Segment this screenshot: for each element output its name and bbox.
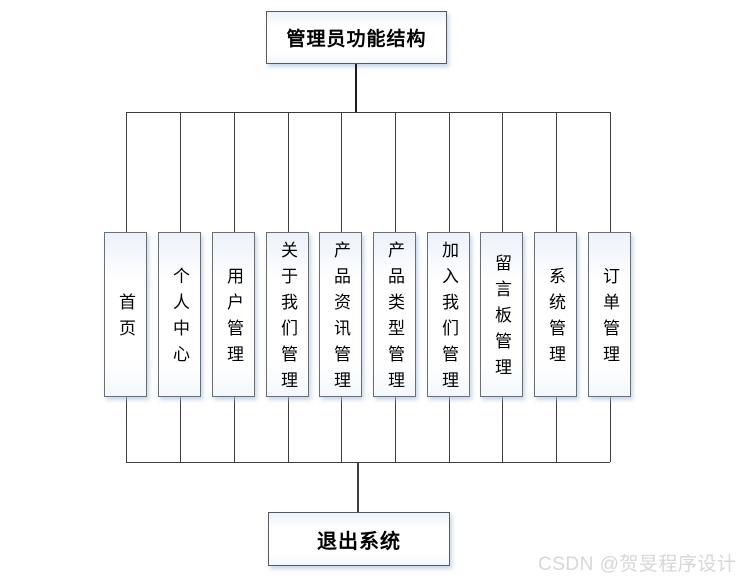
branch-node-personal-center: 个人中心	[158, 232, 201, 397]
connector-root-stub	[355, 64, 358, 112]
connector-drop-bottom-user-management	[234, 397, 236, 462]
branch-node-about-us-management: 关于我们管理	[266, 232, 309, 397]
connector-exit-stub	[357, 462, 359, 512]
connector-drop-top-order-management	[610, 112, 612, 232]
connector-drop-bottom-join-us-management	[449, 397, 451, 462]
root-node-label: 管理员功能结构	[286, 29, 427, 50]
branch-node-join-us-management: 加入我们管理	[427, 232, 470, 397]
connector-drop-bottom-message-board-management	[502, 397, 504, 462]
connector-drop-top-about-us-management	[288, 112, 290, 232]
branch-node-label: 关于我们管理	[278, 241, 297, 397]
exit-node-label: 退出系统	[317, 530, 401, 553]
connector-drop-bottom-product-type-management	[395, 397, 397, 462]
branch-node-label: 个人中心	[170, 267, 189, 371]
connector-drop-bottom-order-management	[610, 397, 612, 462]
branch-node-label: 留言板管理	[492, 254, 511, 384]
branch-node-product-type-management: 产品类型管理	[373, 232, 416, 397]
branch-node-order-management: 订单管理	[588, 232, 631, 397]
connector-drop-top-product-news-management	[341, 112, 343, 232]
branch-node-message-board-management: 留言板管理	[480, 232, 523, 397]
connector-drop-top-message-board-management	[502, 112, 504, 232]
connector-drop-top-join-us-management	[449, 112, 451, 232]
branch-node-system-management: 系统管理	[534, 232, 577, 397]
connector-drop-top-user-management	[234, 112, 236, 232]
branch-node-user-management: 用户管理	[212, 232, 255, 397]
connector-drop-bottom-personal-center	[180, 397, 182, 462]
connector-drop-bottom-about-us-management	[288, 397, 290, 462]
branch-node-label: 首页	[116, 293, 135, 345]
connector-drop-top-system-management	[556, 112, 558, 232]
exit-node: 退出系统	[268, 512, 450, 566]
connector-bottom-rail	[126, 462, 610, 464]
connector-drop-bottom-system-management	[556, 397, 558, 462]
branch-node-product-news-management: 产品资讯管理	[319, 232, 362, 397]
branch-node-label: 订单管理	[600, 267, 619, 371]
branch-node-label: 加入我们管理	[439, 241, 458, 397]
branch-node-home: 首页	[104, 232, 147, 397]
connector-drop-top-home	[126, 112, 128, 232]
branch-node-label: 产品资讯管理	[331, 241, 350, 397]
connector-drop-bottom-product-news-management	[341, 397, 343, 462]
branch-node-label: 系统管理	[546, 267, 565, 371]
branch-node-label: 用户管理	[224, 267, 243, 371]
branch-node-label: 产品类型管理	[385, 241, 404, 397]
connector-top-rail	[126, 112, 610, 114]
watermark: CSDN @贺旻程序设计	[538, 554, 737, 575]
connector-drop-bottom-home	[126, 397, 128, 462]
connector-drop-top-personal-center	[180, 112, 182, 232]
connector-drop-top-product-type-management	[395, 112, 397, 232]
root-node: 管理员功能结构	[266, 11, 447, 64]
